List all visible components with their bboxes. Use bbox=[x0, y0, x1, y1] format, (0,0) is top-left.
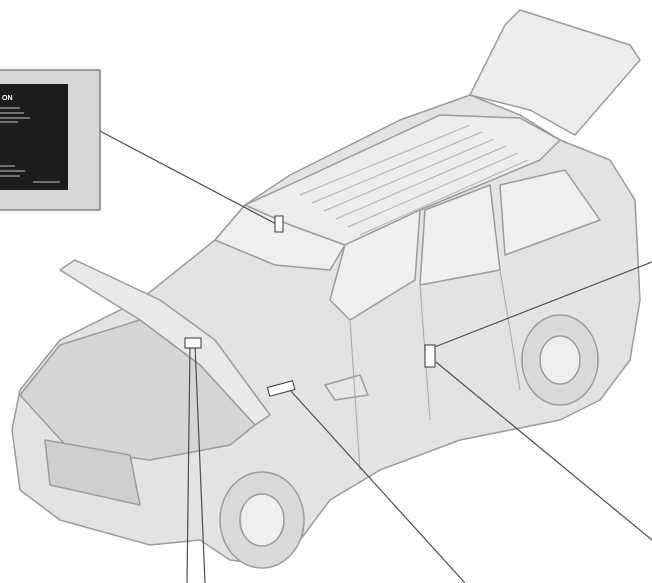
hood-sticker bbox=[185, 338, 201, 348]
windshield-sticker bbox=[275, 216, 283, 232]
inset-label-heading: ON bbox=[2, 95, 13, 102]
label-inset-callout: ON bbox=[0, 70, 100, 210]
b-pillar-sticker bbox=[425, 345, 435, 367]
rear-wheel bbox=[522, 315, 598, 405]
callout-line-windshield bbox=[98, 130, 278, 225]
front-wheel bbox=[220, 472, 304, 568]
car-illustration bbox=[12, 10, 640, 568]
